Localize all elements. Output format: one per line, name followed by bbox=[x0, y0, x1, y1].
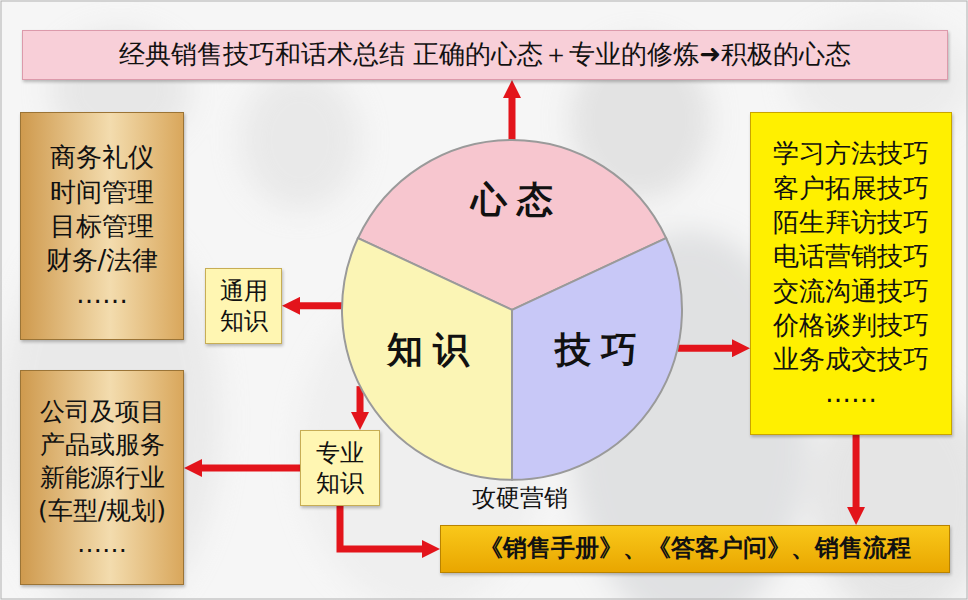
arrow-connector bbox=[340, 506, 430, 549]
output-band: 《销售手册》、《答客户问》、销售流程 bbox=[440, 525, 950, 573]
free-label: 攻硬营销 bbox=[472, 482, 568, 514]
sector-text-holder: 心态 bbox=[471, 176, 554, 225]
sector-fill bbox=[512, 238, 682, 480]
tag-box: 通用知识 bbox=[205, 268, 282, 344]
box-text: 经典销售技巧和话术总结 正确的心态＋专业的修炼➜积极的心态 bbox=[119, 38, 851, 72]
sector-label: 心态 bbox=[471, 176, 565, 225]
label-holder: 攻硬营销 bbox=[472, 482, 568, 514]
box-text: 商务礼仪 时间管理 目标管理 财务/法律 …… bbox=[29, 140, 175, 312]
category-box: 公司及项目 产品或服务 新能源行业 (车型/规划) …… bbox=[20, 370, 184, 585]
sector-text-holder: 知识 bbox=[387, 325, 470, 374]
box-text: 通用知识 bbox=[219, 276, 268, 336]
box-text: 学习方法技巧 客户拓展技巧 陌生拜访技巧 电话营销技巧 交流沟通技巧 价格谈判技… bbox=[759, 136, 943, 411]
category-box: 商务礼仪 时间管理 目标管理 财务/法律 …… bbox=[20, 112, 184, 340]
box-text: 公司及项目 产品或服务 新能源行业 (车型/规划) …… bbox=[29, 395, 175, 560]
arrow-connector bbox=[194, 465, 300, 472]
arrow-connector bbox=[853, 435, 860, 515]
arrow-connector bbox=[678, 345, 740, 352]
sector-text-holder: 技巧 bbox=[555, 325, 638, 374]
box-text: 专业知识 bbox=[315, 438, 364, 498]
title-band: 经典销售技巧和话术总结 正确的心态＋专业的修炼➜积极的心态 bbox=[22, 30, 948, 80]
pie-sector: 技巧 bbox=[512, 238, 682, 480]
skill-list-box: 学习方法技巧 客户拓展技巧 陌生拜访技巧 电话营销技巧 交流沟通技巧 价格谈判技… bbox=[750, 112, 952, 435]
sector-label: 技巧 bbox=[555, 325, 649, 374]
arrow-connector bbox=[292, 302, 342, 309]
tag-box: 专业知识 bbox=[300, 430, 380, 506]
arrow-connector bbox=[508, 90, 515, 140]
sector-label: 知识 bbox=[387, 325, 481, 374]
box-text: 《销售手册》、《答客户问》、销售流程 bbox=[479, 533, 911, 564]
